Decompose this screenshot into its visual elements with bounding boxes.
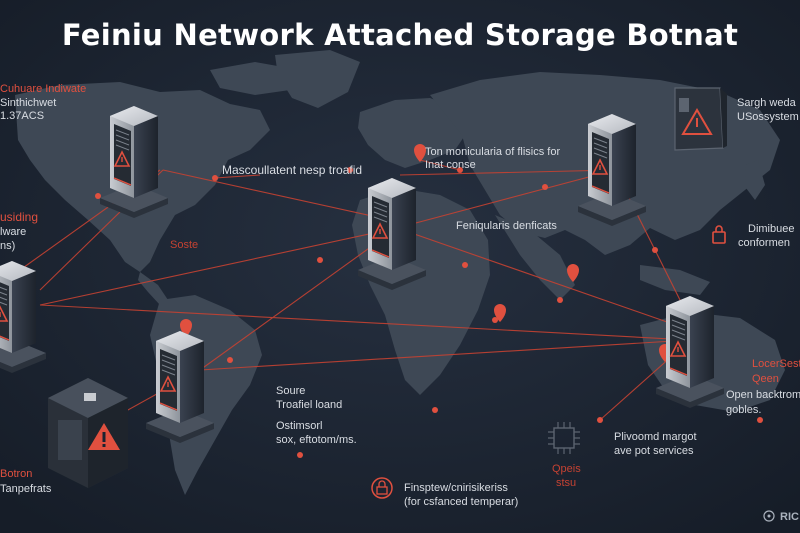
lock-icon [371, 477, 393, 499]
label-top-center-right-2: Inat conse [425, 159, 476, 171]
chip-icon [548, 422, 580, 454]
nas-server-southamerica [145, 330, 215, 444]
nas-server-asia [577, 113, 647, 227]
label-lower-center-4: sox, eftotom/ms. [276, 434, 357, 446]
label-left-line2: lware [0, 226, 27, 238]
label-left-line3: ns) [0, 240, 16, 252]
logo-mark [763, 510, 775, 522]
label-top-center-right-1: Ton monicularia of flisics for [425, 146, 561, 158]
label-lower-center-1: Soure [276, 385, 306, 397]
label-lower-right-red-1: Qpeis [552, 463, 581, 475]
label-topleft-line2: Sinthichwet [0, 97, 57, 109]
compromised-nas-icon [48, 378, 128, 488]
label-lower-center-2: Troafiel loand [276, 399, 343, 411]
label-right-1: Dimibuee [748, 223, 795, 235]
corner-logo-text: RIC [780, 511, 799, 523]
label-right-red-2: Qeen [752, 373, 779, 385]
label-left-heading: usiding [0, 210, 39, 224]
label-top-center-left: Mascoullatent nesp troafid [222, 163, 363, 177]
label-lower-right-red-2: stsu [556, 477, 577, 489]
label-left-small-red: Soste [170, 239, 199, 251]
page-title: Feiniu Network Attached Storage Botnat [61, 18, 739, 52]
label-right-3: Open backtrom [726, 389, 800, 401]
nas-server-europe [357, 177, 427, 291]
label-bottom-left: Tanpefrats [0, 483, 52, 495]
nas-device-icon [674, 87, 727, 151]
nas-server-northamerica [99, 105, 169, 219]
label-topleft-line3: 1.37ACS [0, 110, 45, 122]
label-bottom-center-2: (for csfanced temperar) [404, 496, 519, 508]
label-lower-center-3: Ostimsorl [276, 420, 323, 432]
label-right-2: conformen [738, 237, 790, 249]
label-top-right-2: USossystem [737, 111, 799, 123]
padlock-icon [712, 225, 726, 244]
nas-server-australia [655, 295, 725, 409]
label-right-4: gobles. [726, 404, 762, 416]
label-center: Feniqularis denficats [456, 220, 557, 232]
label-right-red-1: LocerSest [752, 358, 800, 370]
label-topleft-heading: Cuhuare Indiwate [0, 83, 87, 95]
label-lower-right-2: ave pot services [614, 445, 694, 457]
label-bottom-left-red: Botron [0, 468, 33, 480]
label-lower-right-1: Plivoomd margot [614, 431, 697, 443]
label-bottom-center-1: Finsptew/cnirisikeriss [404, 482, 508, 494]
label-top-right-1: Sargh weda [737, 97, 796, 109]
network-nodes [95, 167, 763, 458]
